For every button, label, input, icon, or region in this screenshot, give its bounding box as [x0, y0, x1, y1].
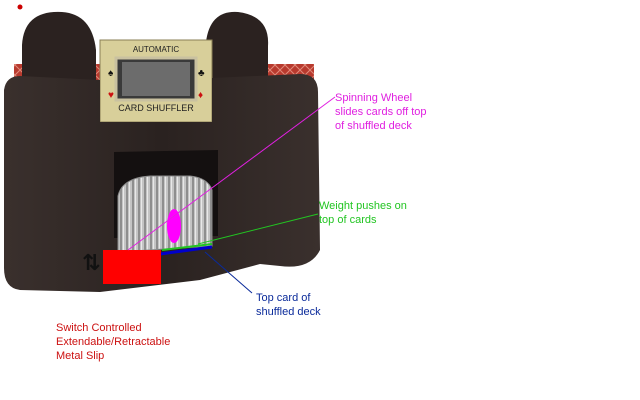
spinning-wheel-label-line-2: slides cards off top	[335, 106, 427, 118]
callout-line-top-card	[204, 251, 253, 294]
top-card-line	[159, 245, 213, 256]
top-card-label-line-1: Top card of	[256, 292, 311, 304]
switch-label: Switch Controlled Extendable/Retractable…	[56, 321, 170, 363]
right-rear-arm	[206, 11, 269, 80]
weight-label: Weight pushes on top of cards	[319, 199, 407, 227]
weight-label-line-1: Weight pushes on	[319, 200, 407, 212]
left-rear-arm	[22, 11, 96, 80]
club-icon: ♣	[198, 68, 205, 79]
callout-line-spinning-wheel	[127, 96, 336, 251]
window-top-label: AUTOMATIC	[133, 45, 180, 54]
weight-label-line-2: top of cards	[319, 214, 377, 226]
spinning-wheel-label: Spinning Wheel slides cards off top of s…	[335, 91, 427, 133]
switch-label-line-3: Metal Slip	[56, 350, 105, 362]
spinning-wheel-label-line-3: of shuffled deck	[335, 120, 412, 132]
diamond-icon: ♦	[198, 90, 203, 101]
weight-line	[161, 243, 213, 251]
top-card-label-line-2: shuffled deck	[256, 306, 321, 318]
spinning-wheel-marker	[167, 209, 181, 243]
red-dot	[17, 4, 23, 10]
spade-icon: ♠	[108, 68, 114, 79]
metal-tray	[117, 175, 213, 253]
window-bottom-label: CARD SHUFFLER	[118, 103, 194, 113]
switch-label-line-2: Extendable/Retractable	[56, 336, 171, 348]
top-card-label: Top card of shuffled deck	[256, 291, 321, 319]
spinning-wheel-label-line-1: Spinning Wheel	[335, 92, 413, 104]
switch-label-line-1: Switch Controlled	[56, 322, 142, 334]
arrow-icon: ⇅	[82, 251, 100, 276]
switch-block	[103, 250, 161, 284]
heart-icon: ♥	[108, 90, 114, 101]
callout-line-weight	[197, 213, 319, 245]
